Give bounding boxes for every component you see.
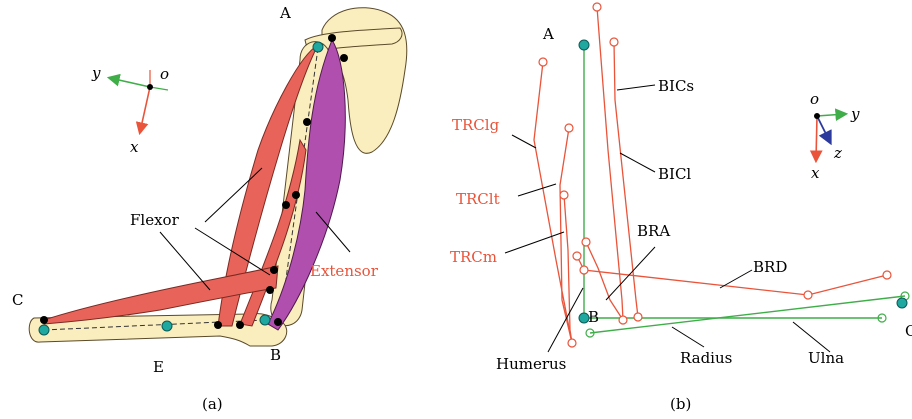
label-bics: BICs xyxy=(658,77,694,95)
muscle-points xyxy=(539,3,891,347)
axis-a-x: x xyxy=(130,138,139,156)
trclg-line xyxy=(534,62,572,343)
label-trcm: TRCm xyxy=(450,248,497,266)
joint-centers-b xyxy=(579,40,907,323)
label-b-point-a: A xyxy=(542,25,554,43)
caption-b: (b) xyxy=(670,395,691,413)
label-radius: Radius xyxy=(680,349,732,367)
label-flexor: Flexor xyxy=(130,211,180,229)
axis-b-x: x xyxy=(811,164,820,182)
label-extensor: Extensor xyxy=(310,262,379,280)
label-ulna: Ulna xyxy=(808,349,844,367)
axis-a-y: y xyxy=(91,64,101,82)
label-b-point-b: B xyxy=(588,308,599,326)
label-point-b: B xyxy=(270,346,281,364)
label-point-a: A xyxy=(279,4,291,22)
axis-b-z: z xyxy=(833,144,842,162)
axes-b: o y z x xyxy=(810,90,860,182)
label-b-point-c: C xyxy=(905,322,912,340)
brd-line xyxy=(577,256,887,295)
label-point-c: C xyxy=(12,291,23,309)
caption-a: (a) xyxy=(202,395,223,413)
label-humerus: Humerus xyxy=(496,355,566,373)
axis-b-y: y xyxy=(850,105,860,123)
flexor-pointer-2 xyxy=(160,232,210,290)
axes-a: o y x xyxy=(91,64,169,156)
label-trclt: TRClt xyxy=(456,190,500,208)
label-bicl: BICl xyxy=(658,165,691,183)
muscle-lines xyxy=(534,7,887,343)
label-bra: BRA xyxy=(637,222,670,240)
panel-b: A B C TRClg TRClt TRCm BICs BICl BRA BRD… xyxy=(450,3,912,413)
axis-a-origin: o xyxy=(160,65,169,83)
label-trclg: TRClg xyxy=(452,116,500,134)
label-brd: BRD xyxy=(753,258,787,276)
axis-b-origin: o xyxy=(810,90,819,108)
panel-a: A B C E Flexor Extensor o y x (a) xyxy=(12,4,407,413)
label-point-e: E xyxy=(153,358,164,376)
